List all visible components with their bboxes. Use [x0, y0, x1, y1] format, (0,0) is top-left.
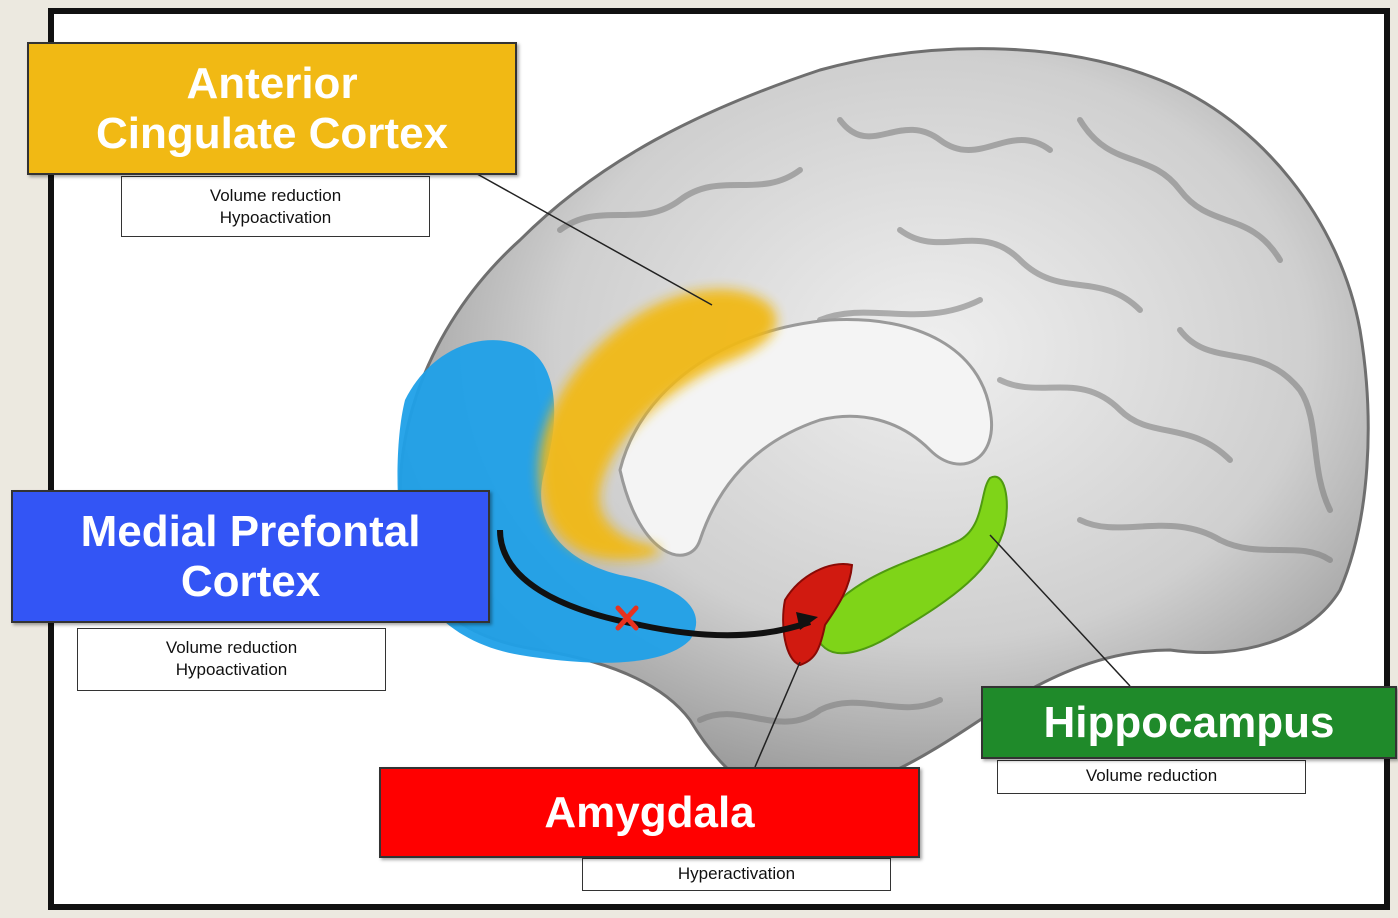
mpfc-label: Medial Prefontal Cortex: [11, 490, 490, 623]
acc-label: Anterior Cingulate Cortex: [27, 42, 517, 175]
amygdala-description-box: Hyperactivation: [582, 858, 891, 891]
hippocampus-label: Hippocampus: [981, 686, 1397, 759]
acc-title-line1: Anterior: [186, 59, 357, 108]
amygdala-description: Hyperactivation: [678, 863, 795, 885]
acc-description-box: Volume reduction Hypoactivation: [121, 176, 430, 237]
hippocampus-title: Hippocampus: [1044, 698, 1335, 747]
mpfc-description-line2: Hypoactivation: [176, 659, 288, 681]
hippocampus-description-box: Volume reduction: [997, 760, 1306, 794]
acc-description-line2: Hypoactivation: [220, 207, 332, 229]
hippocampus-description: Volume reduction: [1086, 765, 1217, 787]
mpfc-title-line1: Medial Prefontal: [81, 507, 421, 556]
mpfc-description-line1: Volume reduction: [166, 637, 297, 659]
mpfc-title-line2: Cortex: [181, 557, 320, 606]
acc-description-line1: Volume reduction: [210, 185, 341, 207]
acc-title-line2: Cingulate Cortex: [96, 109, 448, 158]
amygdala-title: Amygdala: [544, 788, 754, 837]
amygdala-label: Amygdala: [379, 767, 920, 858]
mpfc-description-box: Volume reduction Hypoactivation: [77, 628, 386, 691]
